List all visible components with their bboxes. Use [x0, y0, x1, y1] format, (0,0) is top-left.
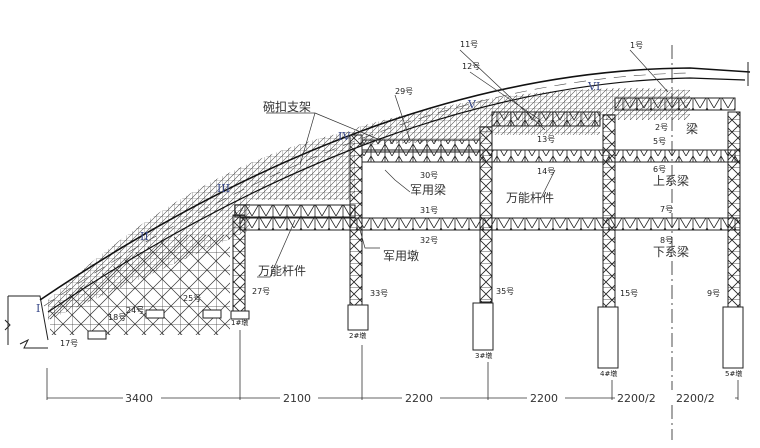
upper-tie-beam: [361, 149, 741, 163]
label-universal-members-left: 万能杆件: [258, 264, 306, 278]
section-mark-2: II: [140, 230, 149, 243]
universal-members-stepped-frame: [50, 235, 230, 335]
dimension-label: 2100: [283, 392, 311, 405]
dimension-label: 3400: [125, 392, 153, 405]
label-bowl-scaffold: 碗扣支架: [263, 99, 311, 114]
arch-rib: [39, 62, 751, 313]
pier-label-4: 4#墩: [600, 369, 617, 378]
section-mark-3: III: [217, 182, 230, 195]
member-label: 25号: [183, 294, 201, 303]
label-universal-members-mid: 万能杆件: [506, 191, 554, 205]
pier-columns: [232, 111, 741, 312]
member-label: 35号: [496, 287, 514, 296]
member-label: 33号: [370, 289, 388, 298]
member-label: 15号: [620, 289, 638, 298]
dimension-label: 2200: [405, 392, 433, 405]
dimension-labels: 3400 2100 2200 2200 2200/2 2200/2: [123, 390, 735, 405]
leader-lines: [257, 49, 669, 278]
dimension-label: 2200/2: [676, 392, 715, 405]
member-label: 2号: [655, 123, 668, 132]
member-label: 7号: [660, 205, 673, 214]
pier-foundations: [87, 302, 744, 369]
dimension-label: 2200: [530, 392, 558, 405]
dimension-line: [46, 330, 739, 400]
member-label: 9号: [707, 289, 720, 298]
label-beam: 梁: [686, 121, 698, 136]
section-mark-1: I: [36, 302, 40, 315]
section-mark-6: VI: [587, 80, 600, 93]
member-label: 1号: [630, 41, 643, 50]
pier-label-3: 3#墩: [475, 351, 492, 360]
label-lower-tie-beam: 下系梁: [653, 244, 689, 259]
label-military-beam: 军用梁: [410, 182, 446, 197]
member-label: 6号: [653, 165, 666, 174]
member-label: 27号: [252, 287, 270, 296]
member-label: 24号: [126, 306, 144, 315]
member-label: 17号: [60, 339, 78, 348]
pier-label-2: 2#墩: [349, 331, 366, 340]
member-label: 32号: [420, 236, 438, 245]
section-mark-4: IV: [338, 130, 351, 143]
member-labels: 1号 2号 5号 6号 7号 8号 9号 11号 12号 13号 14号 15号…: [60, 40, 720, 348]
left-abutment: [4, 295, 49, 349]
member-label: 5号: [653, 137, 666, 146]
label-military-pier: 军用墩: [383, 249, 419, 263]
member-label: 31号: [420, 206, 438, 215]
member-label: 13号: [537, 135, 555, 144]
dimension-label: 2200/2: [617, 392, 656, 405]
label-upper-tie-beam: 上系梁: [653, 173, 689, 188]
member-label: 11号: [460, 40, 478, 49]
member-label: 8号: [660, 236, 673, 245]
section-mark-5: V: [467, 98, 477, 111]
member-label: 30号: [420, 171, 438, 180]
member-label: 14号: [537, 167, 555, 176]
member-label: 12号: [462, 62, 480, 71]
member-label: 29号: [395, 87, 413, 96]
pier-label-5: 5#墩: [725, 369, 742, 378]
member-label: 18号: [108, 313, 126, 322]
pier-label-1: 1#墩: [231, 318, 248, 327]
